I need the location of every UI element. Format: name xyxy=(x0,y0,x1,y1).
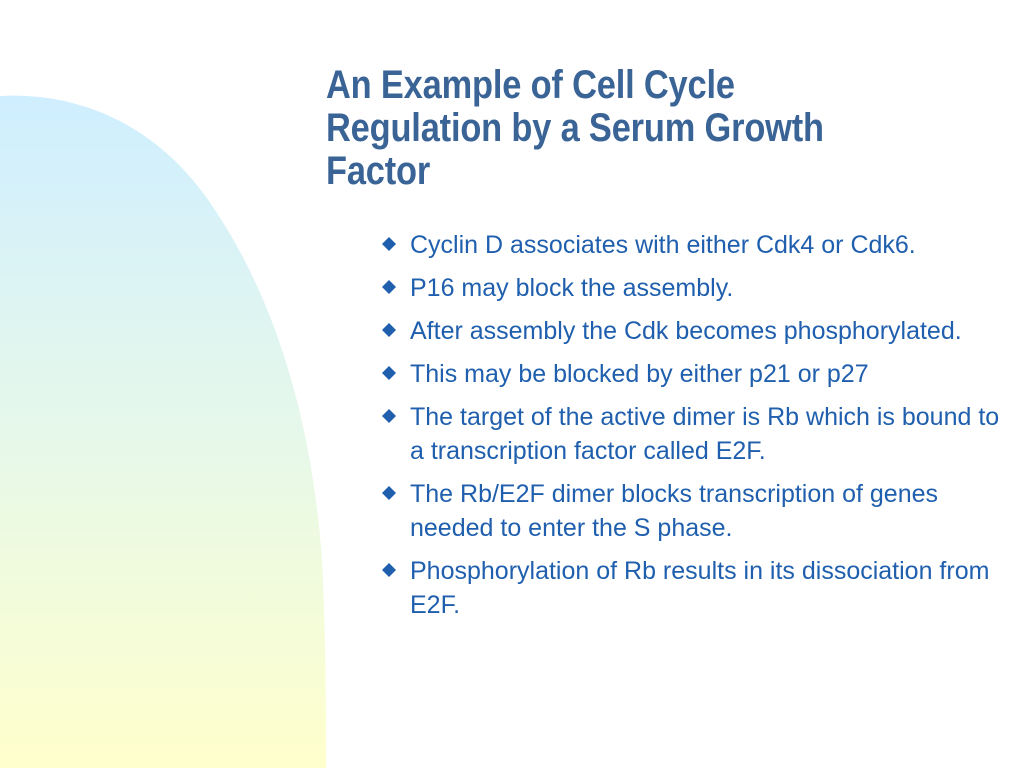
bullet-item: Phosphorylation of Rb results in its dis… xyxy=(380,554,1000,622)
diamond-bullet-icon xyxy=(382,486,396,500)
bullet-text: The Rb/E2F dimer blocks transcription of… xyxy=(410,480,939,542)
slide-title: An Example of Cell Cycle Regulation by a… xyxy=(326,63,824,193)
diamond-bullet-icon xyxy=(382,323,396,337)
bullet-list: Cyclin D associates with either Cdk4 or … xyxy=(380,228,1000,631)
diamond-bullet-icon xyxy=(382,280,396,294)
bullet-item: The target of the active dimer is Rb whi… xyxy=(380,400,1000,468)
bullet-text: The target of the active dimer is Rb whi… xyxy=(410,403,1000,465)
bullet-item: This may be blocked by either p21 or p27 xyxy=(380,357,1000,391)
diamond-bullet-icon xyxy=(382,237,396,251)
bullet-text: After assembly the Cdk becomes phosphory… xyxy=(410,317,962,345)
bullet-text: This may be blocked by either p21 or p27 xyxy=(410,360,869,388)
bullet-text: P16 may block the assembly. xyxy=(410,274,734,302)
bullet-item: P16 may block the assembly. xyxy=(380,271,1000,305)
bullet-text: Cyclin D associates with either Cdk4 or … xyxy=(410,231,916,259)
bullet-item: Cyclin D associates with either Cdk4 or … xyxy=(380,228,1000,262)
diamond-bullet-icon xyxy=(382,366,396,380)
diamond-bullet-icon xyxy=(382,563,396,577)
diamond-bullet-icon xyxy=(382,409,396,423)
bullet-text: Phosphorylation of Rb results in its dis… xyxy=(410,557,990,619)
decor-arc xyxy=(0,95,326,768)
bullet-item: After assembly the Cdk becomes phosphory… xyxy=(380,314,1000,348)
bullet-item: The Rb/E2F dimer blocks transcription of… xyxy=(380,477,1000,545)
